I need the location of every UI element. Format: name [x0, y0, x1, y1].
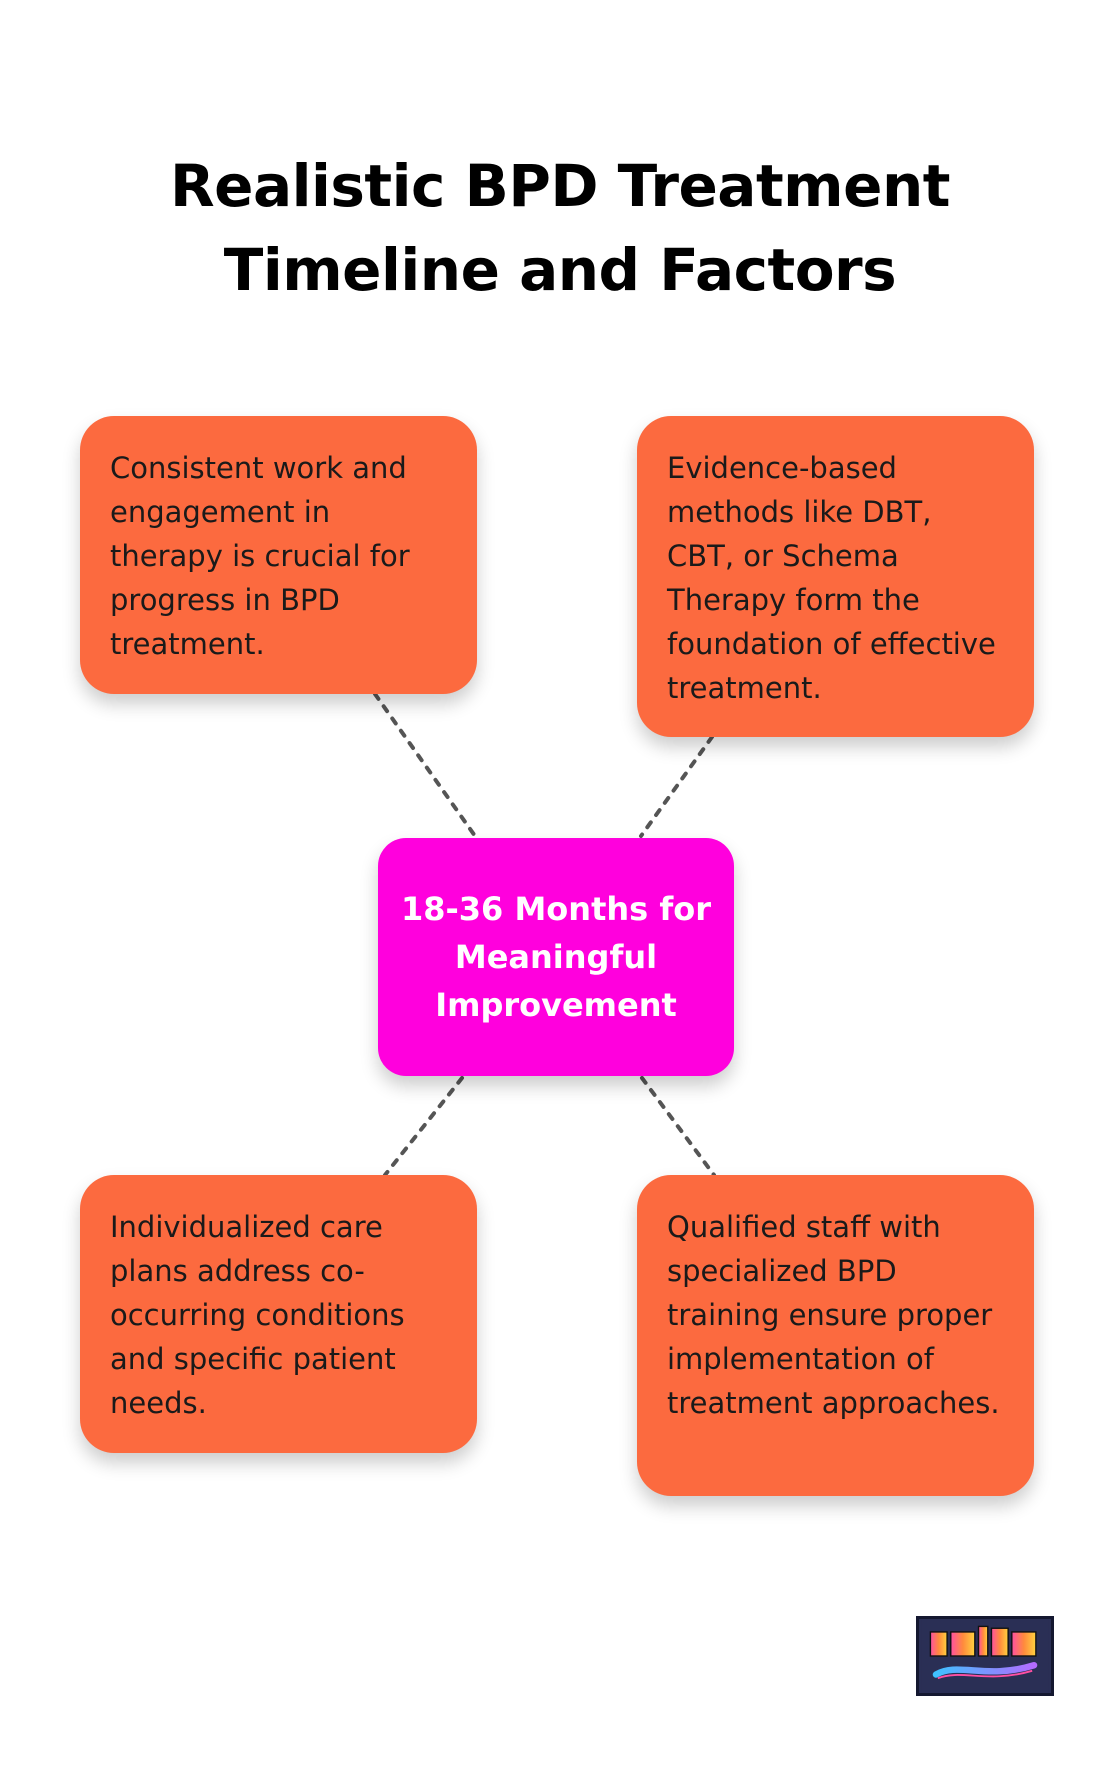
factor-node-qualified-staff: Qualified staff with specialized BPD tra…	[637, 1175, 1034, 1496]
central-node-text: 18-36 Months for Meaningful Improvement	[400, 890, 712, 1024]
connector-bottom-right	[640, 1076, 716, 1177]
connector-bottom-left	[383, 1076, 464, 1177]
factor-node-evidence-based-methods: Evidence-based methods like DBT, CBT, or…	[637, 416, 1034, 737]
diagram-title: Realistic BPD Treatment Timeline and Fac…	[0, 144, 1120, 312]
factor-node-individualized-care: Individualized care plans address co-occ…	[80, 1175, 477, 1453]
factor-node-text: Evidence-based methods like DBT, CBT, or…	[667, 451, 996, 705]
title-line-1: Realistic BPD Treatment	[170, 151, 950, 220]
factor-node-engagement: Consistent work and engagement in therap…	[80, 416, 477, 694]
central-node: 18-36 Months for Meaningful Improvement	[378, 838, 734, 1076]
connector-top-right	[639, 735, 714, 838]
factor-node-text: Consistent work and engagement in therap…	[110, 451, 410, 661]
factor-node-text: Qualified staff with specialized BPD tra…	[667, 1210, 1000, 1420]
title-line-2: Timeline and Factors	[223, 235, 897, 304]
factor-node-text: Individualized care plans address co-occ…	[110, 1210, 405, 1420]
connector-top-left	[373, 692, 477, 838]
logo-graphic	[921, 1619, 1049, 1693]
amity-san-diego-logo	[916, 1616, 1054, 1696]
